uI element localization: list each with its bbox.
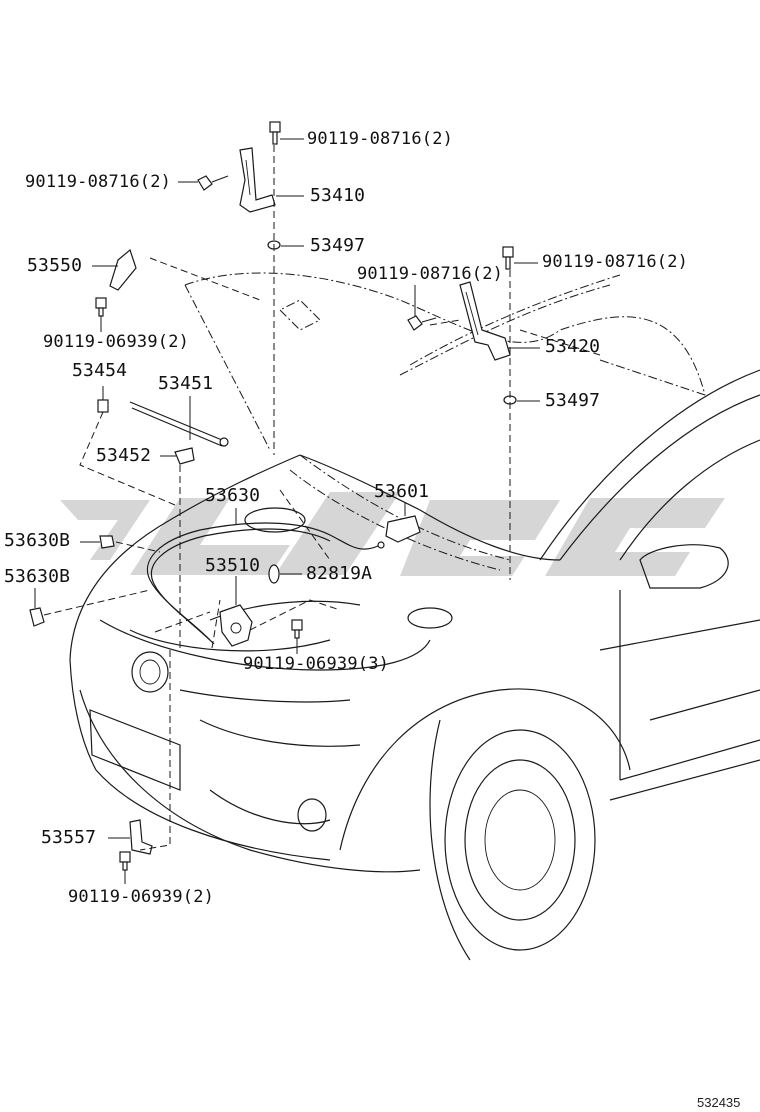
bolt-left-hinge bbox=[197, 175, 229, 191]
hood-lock bbox=[219, 604, 253, 647]
brace-bolt bbox=[119, 851, 131, 871]
clamp-lower bbox=[29, 607, 45, 627]
bolt-top-lh bbox=[269, 121, 281, 145]
label-washer-lh: 53497 bbox=[310, 235, 366, 256]
label-support-rod: 53451 bbox=[158, 373, 214, 394]
support-rod bbox=[129, 401, 229, 447]
bolt-right-hinge bbox=[407, 315, 437, 331]
support-rod-holder bbox=[109, 248, 137, 291]
vehicle-body bbox=[69, 369, 760, 961]
lock-bolts bbox=[291, 619, 303, 639]
label-washer-rh: 53497 bbox=[545, 390, 601, 411]
clip bbox=[268, 564, 280, 584]
label-lock-bolts: 90119-06939(3) bbox=[243, 654, 390, 674]
label-screw-support-holder: 90119-06939(2) bbox=[43, 332, 190, 352]
label-clamp-lower: 53630B bbox=[4, 566, 71, 587]
label-clip: 82819A bbox=[306, 563, 373, 584]
hood bbox=[184, 272, 706, 571]
label-rod-holder: 53452 bbox=[96, 445, 152, 466]
label-bolt-right-hinge: 90119-08716(2) bbox=[357, 264, 504, 284]
label-bolt-left-hinge: 90119-08716(2) bbox=[25, 172, 172, 192]
bolt-right-top bbox=[502, 246, 514, 270]
grommet bbox=[97, 399, 109, 413]
label-hinge-lh: 53410 bbox=[310, 185, 366, 206]
watermark bbox=[60, 492, 725, 576]
screw-support-holder bbox=[95, 297, 107, 317]
label-release-lever: 53601 bbox=[374, 481, 430, 502]
lock-brace bbox=[129, 819, 153, 855]
release-lever bbox=[377, 515, 421, 549]
hinge-rh bbox=[459, 281, 511, 361]
label-clamp-upper: 53630B bbox=[4, 530, 71, 551]
diagram-number: 532435 bbox=[697, 1095, 741, 1110]
label-lock-brace: 53557 bbox=[41, 827, 97, 848]
label-hinge-rh: 53420 bbox=[545, 336, 601, 357]
label-support-rod-holder: 53550 bbox=[27, 255, 83, 276]
release-cable bbox=[146, 522, 381, 645]
label-bolt-top: 90119-08716(2) bbox=[307, 129, 454, 149]
label-hood-lock: 53510 bbox=[205, 555, 261, 576]
hinge-lh bbox=[239, 147, 276, 213]
rod-holder bbox=[174, 447, 195, 465]
label-bolt-right-top: 90119-08716(2) bbox=[542, 252, 689, 272]
label-grommet: 53454 bbox=[72, 360, 128, 381]
reference-lines bbox=[43, 145, 601, 851]
clamp-upper bbox=[99, 535, 115, 549]
label-brace-bolt: 90119-06939(2) bbox=[68, 887, 215, 907]
label-release-cable: 53630 bbox=[205, 485, 261, 506]
leader-lines bbox=[34, 138, 540, 884]
